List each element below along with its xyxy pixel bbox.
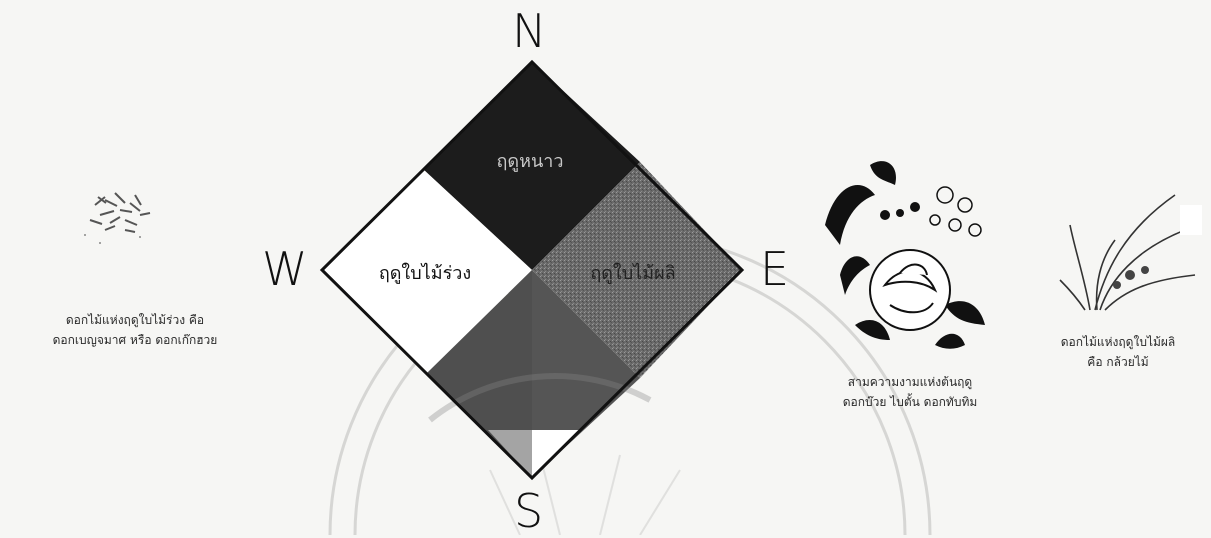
center-caption-line-2: ดอกบ๊วย ไบตั้น ดอกทับทิม	[790, 392, 1030, 412]
compass-east: E	[760, 246, 789, 292]
compass-west: W	[262, 246, 307, 292]
three-flowers-caption: สามความงามแห่งต้นฤดู ดอกบ๊วย ไบตั้น ดอกท…	[790, 372, 1030, 412]
right-caption-line-1: ดอกไม้แห่งฤดูใบไม้ผลิ	[1025, 332, 1211, 352]
quadrant-left-label: ฤดูใบไม้ร่วง	[360, 258, 490, 287]
orchid-image	[1055, 190, 1205, 315]
orchid-caption: ดอกไม้แห่งฤดูใบไม้ผลิ คือ กล้วยไม้	[1025, 332, 1211, 372]
chrysanthemum-image	[70, 175, 180, 255]
right-caption-line-2: คือ กล้วยไม้	[1025, 352, 1211, 372]
left-flower-caption: ดอกไม้แห่งฤดูใบไม้ร่วง คือ ดอกเบญจมาศ หร…	[20, 310, 250, 350]
left-caption-line-2: ดอกเบญจมาศ หรือ ดอกเก๊กฮวย	[20, 330, 250, 350]
compass-north: N	[512, 8, 546, 54]
compass-south: S	[514, 488, 543, 534]
quadrant-right-label: ฤดูใบไม้ผลิ	[568, 258, 698, 287]
three-flowers-image	[815, 155, 1000, 365]
quadrant-top-label: ฤดูหนาว	[470, 146, 590, 175]
center-caption-line-1: สามความงามแห่งต้นฤดู	[790, 372, 1030, 392]
left-caption-line-1: ดอกไม้แห่งฤดูใบไม้ร่วง คือ	[20, 310, 250, 330]
